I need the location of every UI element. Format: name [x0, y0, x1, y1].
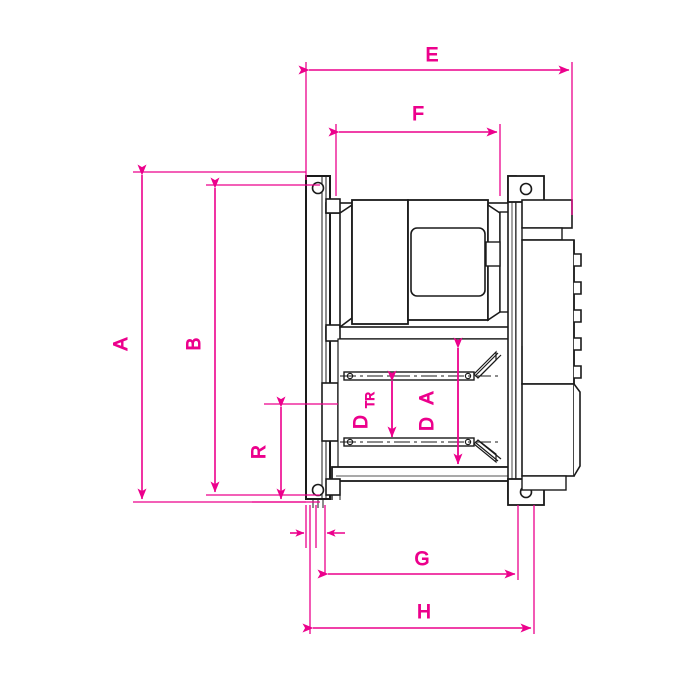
motor-terminal-box: [410, 227, 486, 297]
dimension-label-DTR-sub: TR: [363, 392, 377, 408]
dimension-label-F: F: [412, 104, 424, 125]
dimension-label-R: R: [249, 445, 270, 459]
dimension-E: [298, 62, 573, 215]
outlet-hole-top: [519, 182, 533, 196]
electric-motor: [339, 199, 521, 329]
dimension-label-B: B: [184, 338, 205, 351]
outlet-housing: [507, 175, 582, 506]
dimension-label-E: E: [426, 45, 439, 66]
dimension-label-A: A: [111, 337, 132, 350]
dimension-label-DA: D A: [417, 391, 439, 432]
dimension-annotation-layer: E F A B R: [111, 45, 573, 634]
mounting-hole-bottom: [311, 483, 325, 497]
dimension-F: [328, 124, 501, 196]
motor-lug: [485, 241, 501, 267]
dimension-label-DA-sub: A: [417, 391, 438, 404]
left-mounting-plate: [305, 175, 339, 508]
dimension-label-G: G: [415, 549, 430, 570]
base-bracket-left: [325, 478, 341, 496]
dimension-label-DTR-main: D: [351, 415, 372, 429]
dimension-label-DA-main: D: [417, 417, 438, 431]
dimension-T-plate-thickness: [290, 505, 345, 575]
dimension-G: [317, 505, 519, 580]
rail-bracket-top-left: [325, 198, 341, 214]
dimension-label-DTR: D TR: [351, 391, 378, 429]
mounting-hole-top: [311, 181, 325, 195]
volute-side-panel: [325, 338, 523, 500]
dimension-H: [302, 505, 535, 634]
plate-inlet-boss: [321, 382, 339, 442]
dimension-B: [206, 177, 320, 496]
dimension-R: [252, 396, 338, 503]
housing-serrated-edge: [573, 240, 582, 477]
fan-assembly-geometry: [305, 175, 582, 508]
dimension-A: [133, 164, 306, 503]
dimension-label-H: H: [417, 602, 431, 623]
rail-bracket-mid-left: [325, 324, 341, 342]
